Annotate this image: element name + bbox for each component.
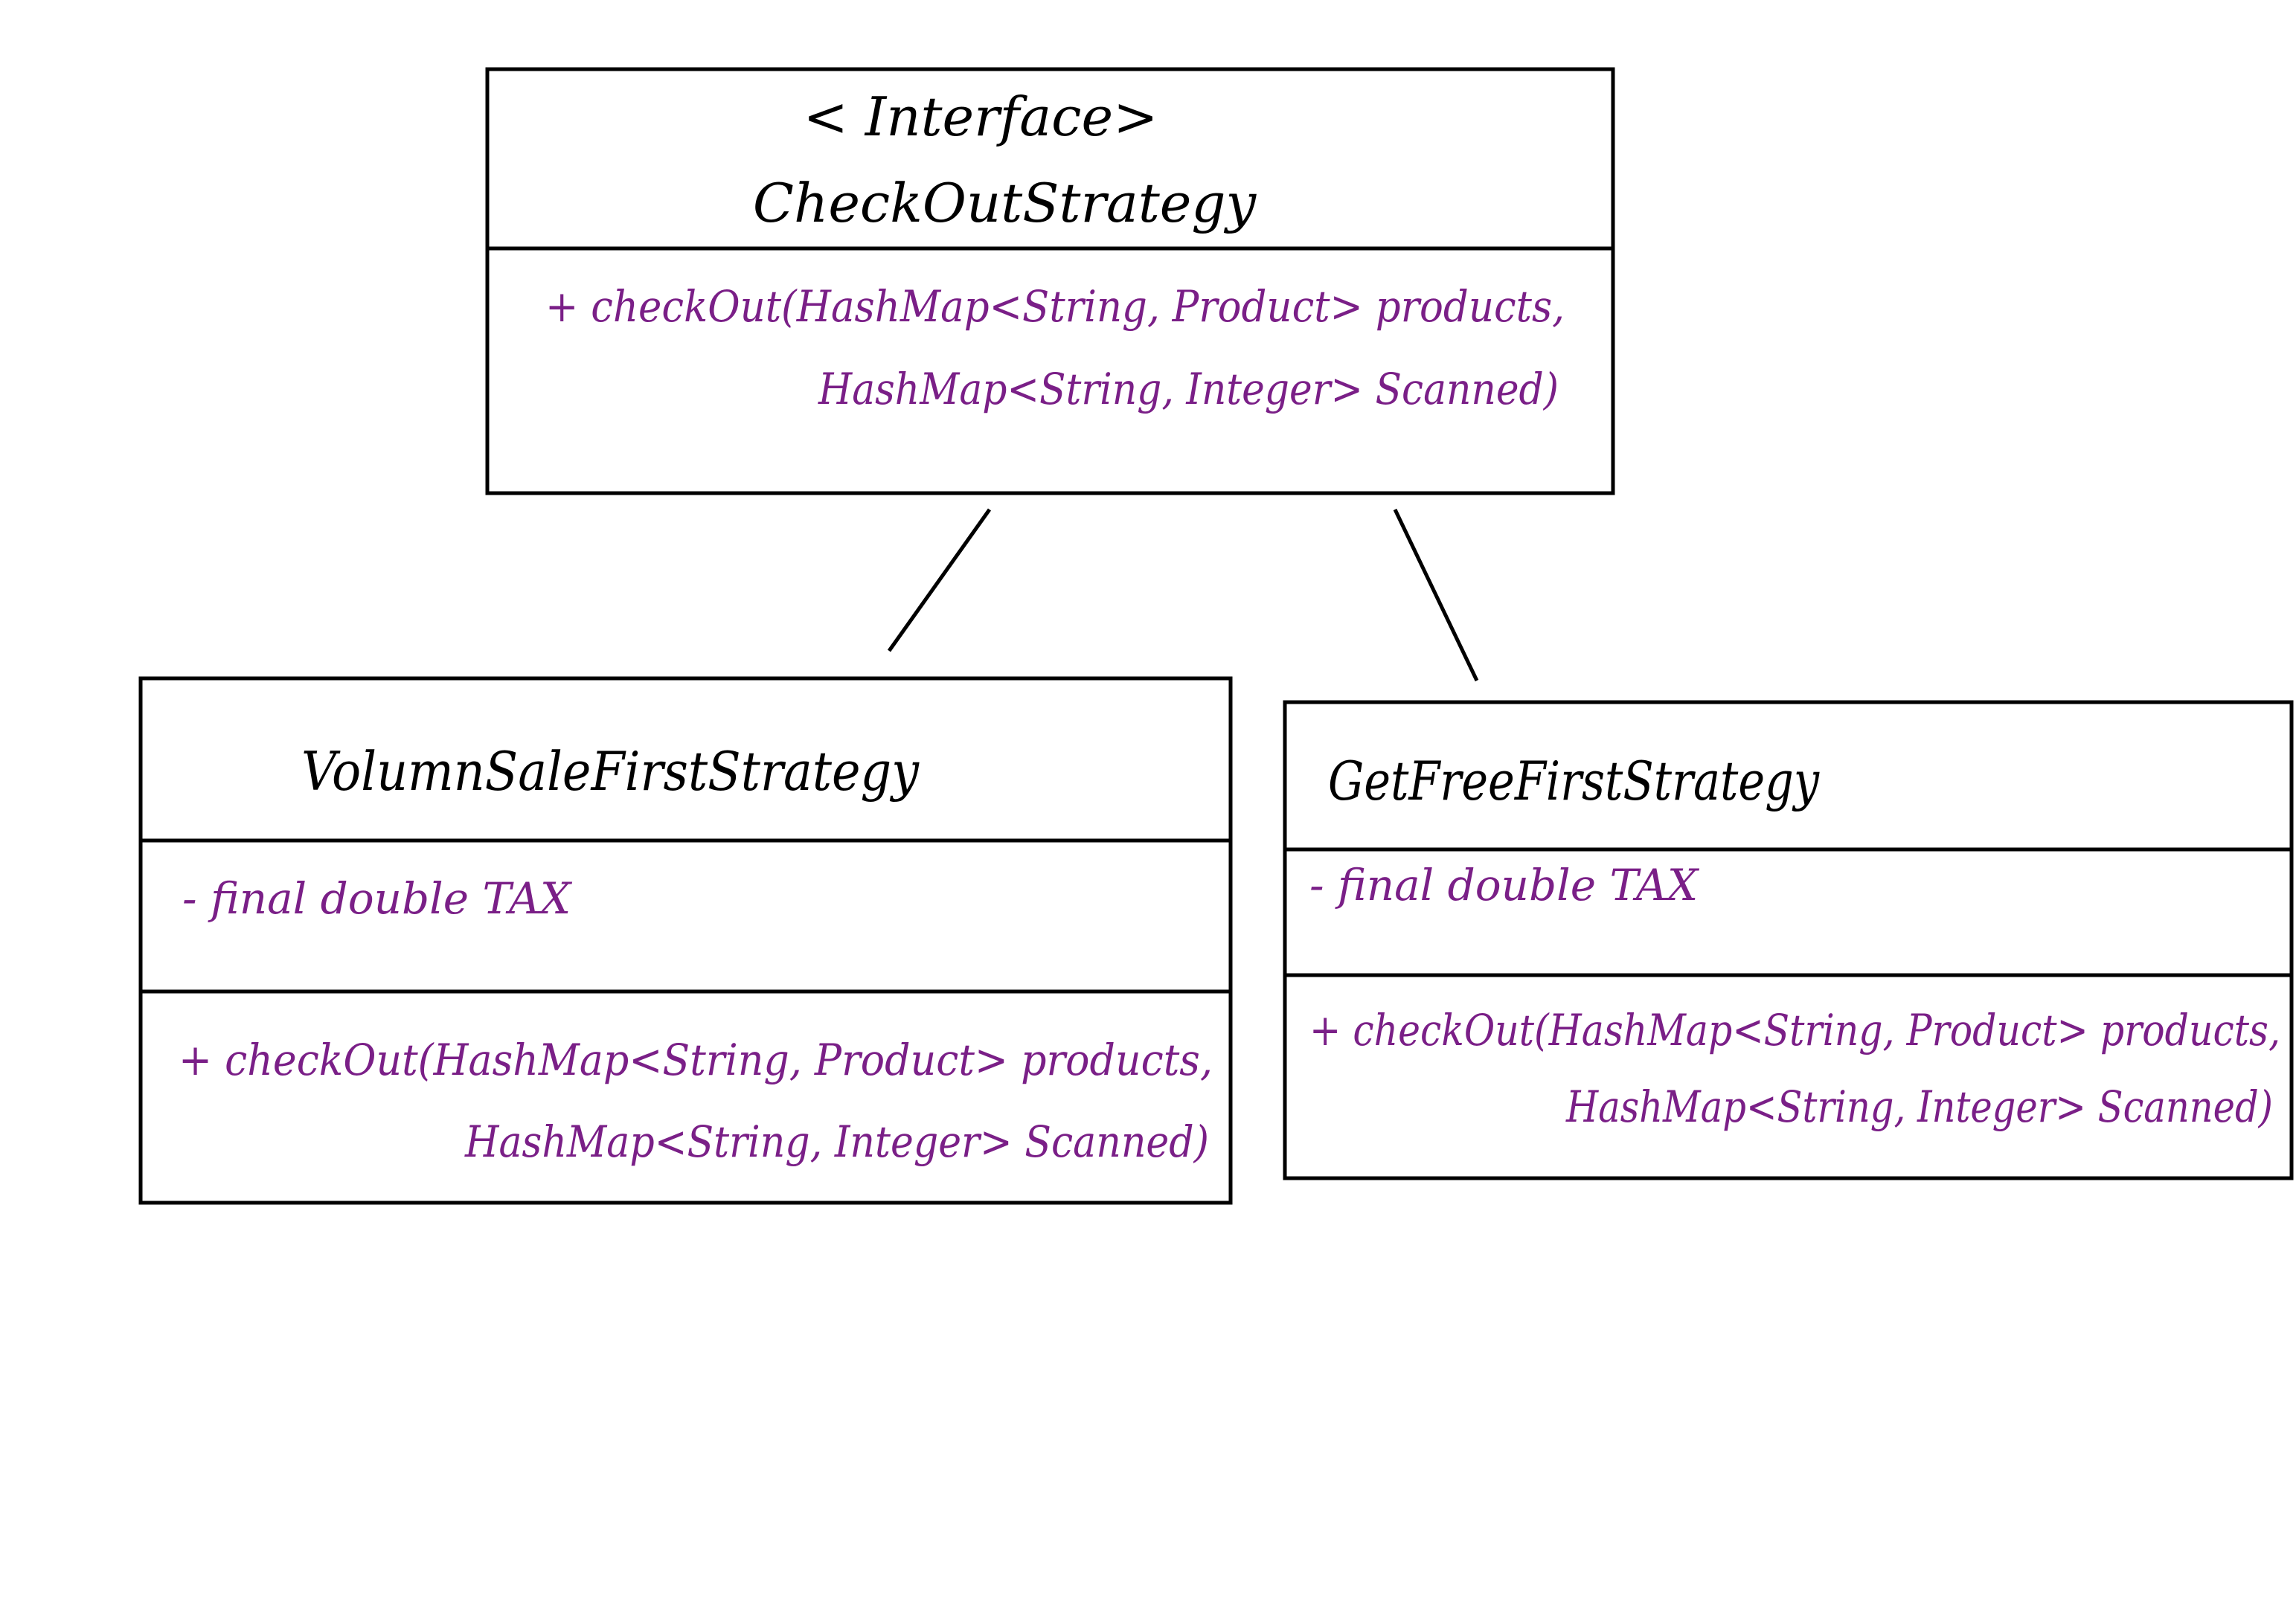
- interface-checkout-strategy: < Interface> CheckOutStrategy + checkOut…: [485, 67, 1615, 495]
- interface-method-line-1: + checkOut(HashMap<String, Product> prod…: [545, 281, 1565, 332]
- realization-line-getfree: [1393, 508, 1479, 682]
- volume-attribute-tax: - final double TAX: [182, 873, 573, 924]
- interface-method-line-2: HashMap<String, Integer> Scanned): [818, 364, 1559, 414]
- getfree-box-border: [1283, 700, 2294, 1180]
- getfree-method-line-1: + checkOut(HashMap<String, Product> prod…: [1309, 1005, 2280, 1055]
- getfree-class-name: GetFreeFirstStrategy: [1328, 750, 1820, 812]
- volume-class-name: VolumnSaleFirstStrategy: [301, 740, 920, 803]
- volume-method-line-2: HashMap<String, Integer> Scanned): [464, 1116, 1209, 1167]
- volume-box-border: [138, 676, 1233, 1205]
- class-get-free-first-strategy: GetFreeFirstStrategy - final double TAX …: [1283, 700, 2294, 1180]
- getfree-attribute-tax: - final double TAX: [1309, 860, 1700, 910]
- getfree-method-line-2: HashMap<String, Integer> Scanned): [1565, 1082, 2273, 1132]
- interface-stereotype: < Interface>: [804, 86, 1158, 148]
- realization-line-volume: [887, 508, 992, 652]
- volume-method-line-1: + checkOut(HashMap<String, Product> prod…: [179, 1035, 1213, 1085]
- interface-name: CheckOutStrategy: [753, 172, 1257, 234]
- interface-box-border: [485, 67, 1615, 495]
- class-volumn-sale-first-strategy: VolumnSaleFirstStrategy - final double T…: [138, 676, 1233, 1205]
